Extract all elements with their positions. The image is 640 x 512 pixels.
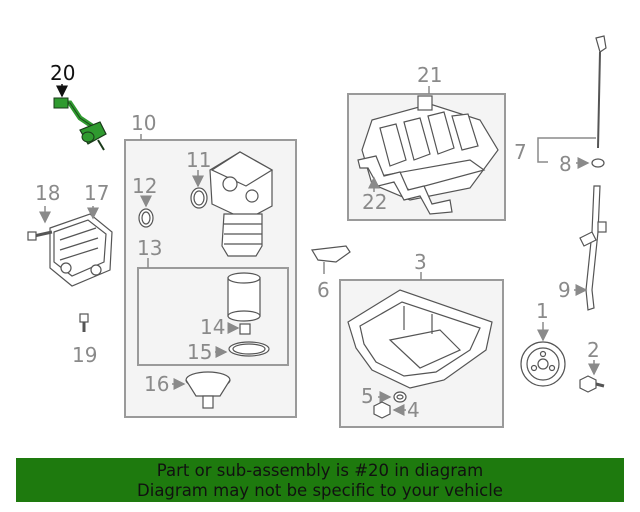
notice-banner: Part or sub-assembly is #20 in diagram D… (16, 458, 624, 502)
banner-line-1: Part or sub-assembly is #20 in diagram (156, 461, 484, 480)
part-19-bolt[interactable] (79, 313, 89, 332)
callout-1[interactable]: 1 (536, 299, 549, 323)
leader-7 (537, 137, 596, 163)
callout-6[interactable]: 6 (317, 278, 330, 302)
callout-2[interactable]: 2 (587, 338, 600, 362)
callout-3[interactable]: 3 (414, 250, 427, 274)
banner-line-2: Diagram may not be specific to your vehi… (137, 481, 503, 500)
part-6-baffle[interactable] (311, 245, 351, 263)
part-9-dipstick-tube[interactable] (579, 185, 607, 311)
part-7-dipstick[interactable] (595, 35, 607, 149)
part-15-gasket[interactable] (228, 341, 270, 357)
callout-14[interactable]: 14 (200, 315, 225, 339)
part-5-washer[interactable] (393, 391, 407, 403)
callout-11[interactable]: 11 (186, 148, 211, 172)
part-4-drain-plug[interactable] (373, 401, 391, 419)
callout-8[interactable]: 8 (559, 152, 572, 176)
part-oil-filter-housing[interactable] (209, 151, 274, 257)
callout-18[interactable]: 18 (35, 181, 60, 205)
callout-13[interactable]: 13 (137, 236, 162, 260)
callout-7[interactable]: 7 (514, 140, 527, 164)
part-18-bolt[interactable] (27, 230, 53, 241)
callout-20[interactable]: 20 (50, 61, 75, 85)
part-17-oil-cooler[interactable] (49, 213, 113, 287)
parts-diagram: 20 17 18 19 10 12 11 (27, 35, 607, 428)
callout-21[interactable]: 21 (417, 63, 442, 87)
callout-17[interactable]: 17 (84, 181, 109, 205)
part-14-plug[interactable] (239, 323, 251, 335)
callout-22[interactable]: 22 (362, 190, 387, 214)
part-16-filter-cap[interactable] (185, 371, 231, 409)
part-12-o-ring[interactable] (138, 208, 154, 228)
callout-15[interactable]: 15 (187, 340, 212, 364)
callout-12[interactable]: 12 (132, 174, 157, 198)
callout-16[interactable]: 16 (144, 372, 169, 396)
part-3-oil-pan[interactable] (347, 289, 493, 389)
part-11-seal[interactable] (190, 187, 208, 209)
callout-5[interactable]: 5 (361, 384, 374, 408)
callout-10[interactable]: 10 (131, 111, 156, 135)
part-2-bolt[interactable] (579, 375, 605, 393)
part-8-o-ring[interactable] (591, 158, 605, 168)
callout-19[interactable]: 19 (72, 343, 97, 367)
part-1-pulley[interactable] (520, 341, 566, 387)
callout-9[interactable]: 9 (558, 278, 571, 302)
part-oil-filter-element[interactable] (227, 272, 261, 322)
part-20-sensor[interactable] (53, 97, 107, 151)
callout-4[interactable]: 4 (407, 398, 420, 422)
